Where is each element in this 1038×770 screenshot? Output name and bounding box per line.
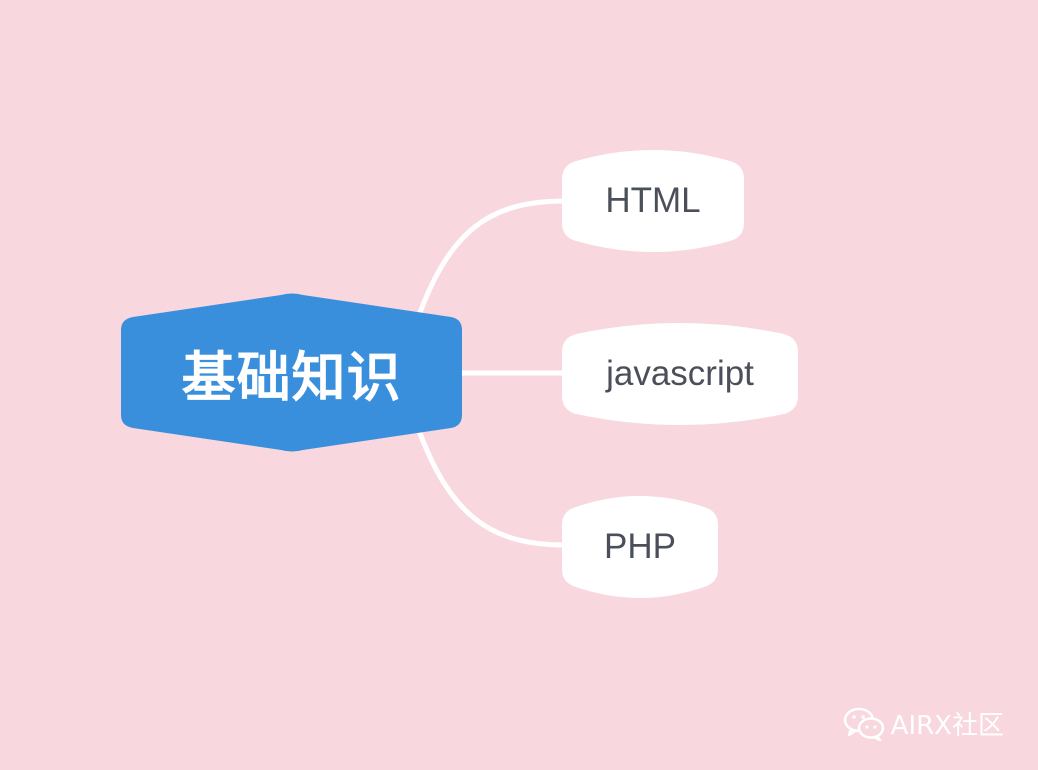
child-node-html-label: HTML (605, 181, 701, 220)
wechat-icon (843, 707, 884, 741)
root-node-label: 基础知识 (181, 346, 402, 409)
child-node-javascript-label: javascript (606, 354, 754, 393)
child-node-html-shape (562, 150, 744, 252)
child-node-javascript-shape (562, 323, 798, 425)
child-node-php-shape (562, 496, 718, 598)
connector-html (415, 198, 568, 321)
connector-php (415, 425, 568, 548)
child-node-html[interactable]: HTML (562, 147, 744, 255)
root-node[interactable]: 基础知识 (121, 292, 462, 453)
child-node-php[interactable]: PHP (562, 493, 718, 601)
child-node-php-label: PHP (604, 527, 676, 566)
root-node-shape (121, 293, 462, 452)
child-node-javascript[interactable]: javascript (562, 320, 798, 428)
watermark: AIRX社区 (843, 705, 1004, 742)
watermark-label: AIRX社区 (890, 711, 1004, 741)
